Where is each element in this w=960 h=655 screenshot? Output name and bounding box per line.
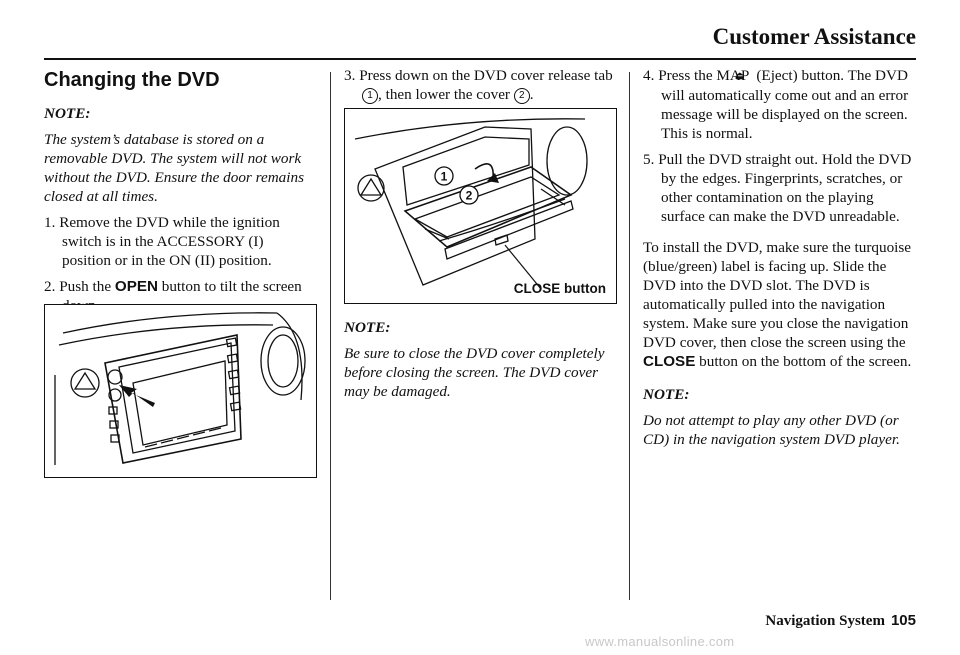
callout-2-marker: 2 [513, 88, 530, 104]
step-4-text-pre: 4. Press the MAP [643, 67, 753, 84]
install-paragraph: To install the DVD, make sure the turquo… [643, 238, 918, 371]
column-divider-1 [330, 72, 331, 600]
callout-1-marker: 1 [362, 88, 378, 104]
note-label: NOTE: [44, 105, 91, 122]
close-button-caption: CLOSE button [513, 281, 606, 296]
step-3-text-a: 3. Press down on the DVD cover release t… [344, 67, 613, 84]
header-rule [44, 58, 916, 60]
close-button-label: CLOSE [643, 353, 696, 370]
install-text-pre: To install the DVD, make sure the turquo… [643, 239, 912, 351]
page-footer: Navigation System 105 [765, 612, 916, 630]
step-4-text-post: (Eject) button. The DVD will automatical… [661, 67, 909, 142]
step-4: 4. Press the MAP ⏏ (Eject) button. The D… [643, 67, 909, 142]
open-button-label: OPEN [114, 278, 158, 295]
note-label: NOTE: [344, 319, 391, 336]
note-text: Do not attempt to play any other DVD (or… [643, 412, 900, 448]
callout-1-circle [434, 166, 454, 186]
step-3-text-c: . [529, 86, 534, 103]
callout-1-text: 1 [441, 170, 448, 184]
step-5: 5. Pull the DVD straight out. Hold the D… [643, 151, 912, 225]
figure-open-button [44, 304, 317, 478]
callout-2-text: 2 [466, 189, 473, 203]
navigation-unit-illustration [54, 312, 306, 465]
step-2-text-pre: 2. Push the [44, 278, 115, 295]
note-label: NOTE: [643, 386, 690, 403]
watermark: www.manualsonline.com [585, 634, 735, 649]
footer-label: Navigation System [765, 613, 885, 629]
column-2-note: NOTE: Be sure to close the DVD cover com… [344, 318, 619, 408]
figure-dvd-cover: 1 2 CLOSE button [344, 108, 617, 304]
page-number: 105 [890, 612, 916, 629]
column-2: 3. Press down on the DVD cover release t… [344, 66, 619, 111]
install-text-post: button on the bottom of the screen. [695, 353, 912, 370]
dvd-cover-illustration: 1 2 [354, 118, 588, 290]
step-3: 3. Press down on the DVD cover release t… [344, 66, 619, 104]
page-header-title: Customer Assistance [712, 24, 916, 49]
column-3: 4. Press the MAP ⏏ (Eject) button. The D… [643, 66, 918, 456]
step-1: 1. Remove the DVD while the ignition swi… [44, 214, 280, 269]
column-divider-2 [629, 72, 630, 600]
step-3-text-b: , then lower the cover [378, 86, 514, 103]
note-text: The system’s database is stored on a rem… [44, 131, 304, 205]
callout-2-circle [459, 185, 479, 205]
column-1: Changing the DVD NOTE: The system’s data… [44, 66, 316, 322]
section-title: Changing the DVD [44, 69, 220, 91]
note-text: Be sure to close the DVD cover completel… [344, 345, 605, 400]
